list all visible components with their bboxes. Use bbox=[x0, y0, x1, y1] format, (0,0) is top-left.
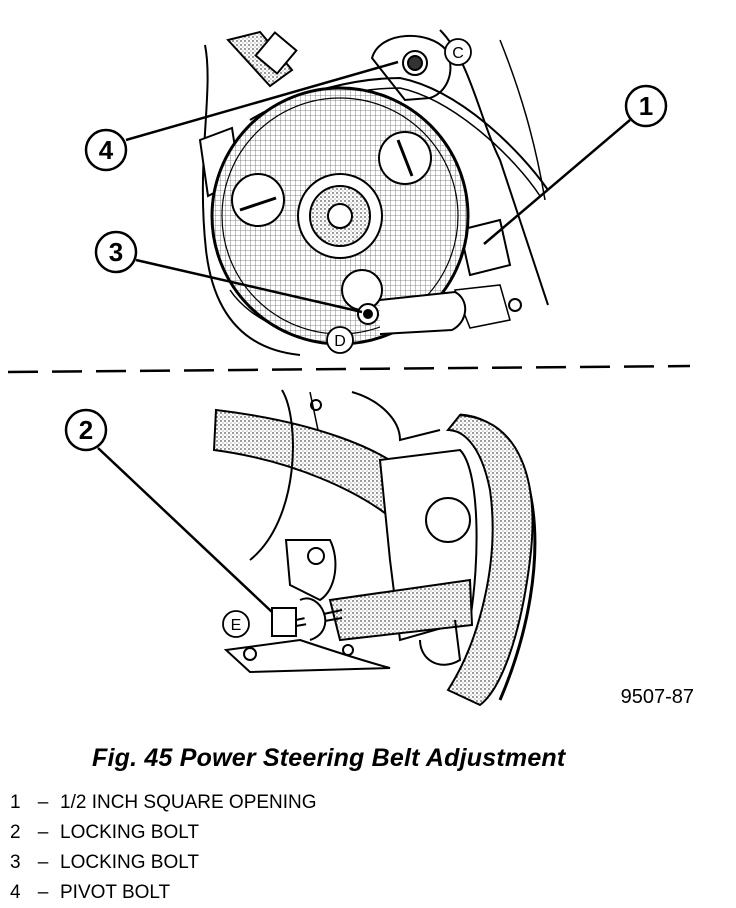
legend-number: 1 bbox=[10, 792, 21, 813]
svg-text:C: C bbox=[452, 45, 464, 62]
legend-text: 1/2 INCH SQUARE OPENING bbox=[60, 792, 317, 813]
legend-number: 3 bbox=[10, 852, 21, 873]
top-view-pump-pulley bbox=[198, 29, 549, 356]
drawing-number: 9507-87 bbox=[621, 686, 694, 708]
svg-text:4: 4 bbox=[99, 135, 114, 165]
svg-text:D: D bbox=[334, 333, 346, 350]
point-d: D bbox=[326, 326, 354, 354]
legend-item: 2–LOCKING BOLT bbox=[10, 818, 317, 848]
svg-text:2: 2 bbox=[79, 415, 93, 445]
point-c: C bbox=[444, 38, 472, 66]
callout-4: 4 bbox=[84, 60, 399, 172]
legend-list: 1–1/2 INCH SQUARE OPENING 2–LOCKING BOLT… bbox=[10, 788, 317, 908]
legend-item: 4–PIVOT BOLT bbox=[10, 878, 317, 908]
belt-adjustment-illustration: 4 1 3 2 C D E 9507-87 bbox=[7, 29, 694, 708]
legend-item: 3–LOCKING BOLT bbox=[10, 848, 317, 878]
callout-1: 1 bbox=[483, 84, 668, 245]
callout-2: 2 bbox=[64, 408, 273, 613]
bottom-view-pump-side bbox=[212, 389, 537, 707]
svg-text:E: E bbox=[231, 617, 242, 634]
legend-text: LOCKING BOLT bbox=[60, 822, 200, 843]
figure-caption: Fig. 45 Power Steering Belt Adjustment bbox=[92, 744, 566, 772]
svg-text:3: 3 bbox=[109, 237, 123, 267]
legend-number: 2 bbox=[10, 822, 21, 843]
legend-text: LOCKING BOLT bbox=[60, 852, 200, 873]
legend-dash: – bbox=[37, 882, 49, 903]
view-separator bbox=[7, 364, 691, 374]
legend-number: 4 bbox=[10, 882, 21, 903]
svg-text:1: 1 bbox=[639, 91, 653, 121]
legend-dash: – bbox=[37, 852, 49, 873]
legend-text: PIVOT BOLT bbox=[60, 882, 171, 903]
point-e: E bbox=[222, 610, 250, 638]
callout-3: 3 bbox=[94, 230, 363, 314]
legend-dash: – bbox=[37, 822, 49, 843]
legend-dash: – bbox=[37, 792, 49, 813]
legend-item: 1–1/2 INCH SQUARE OPENING bbox=[10, 788, 317, 818]
